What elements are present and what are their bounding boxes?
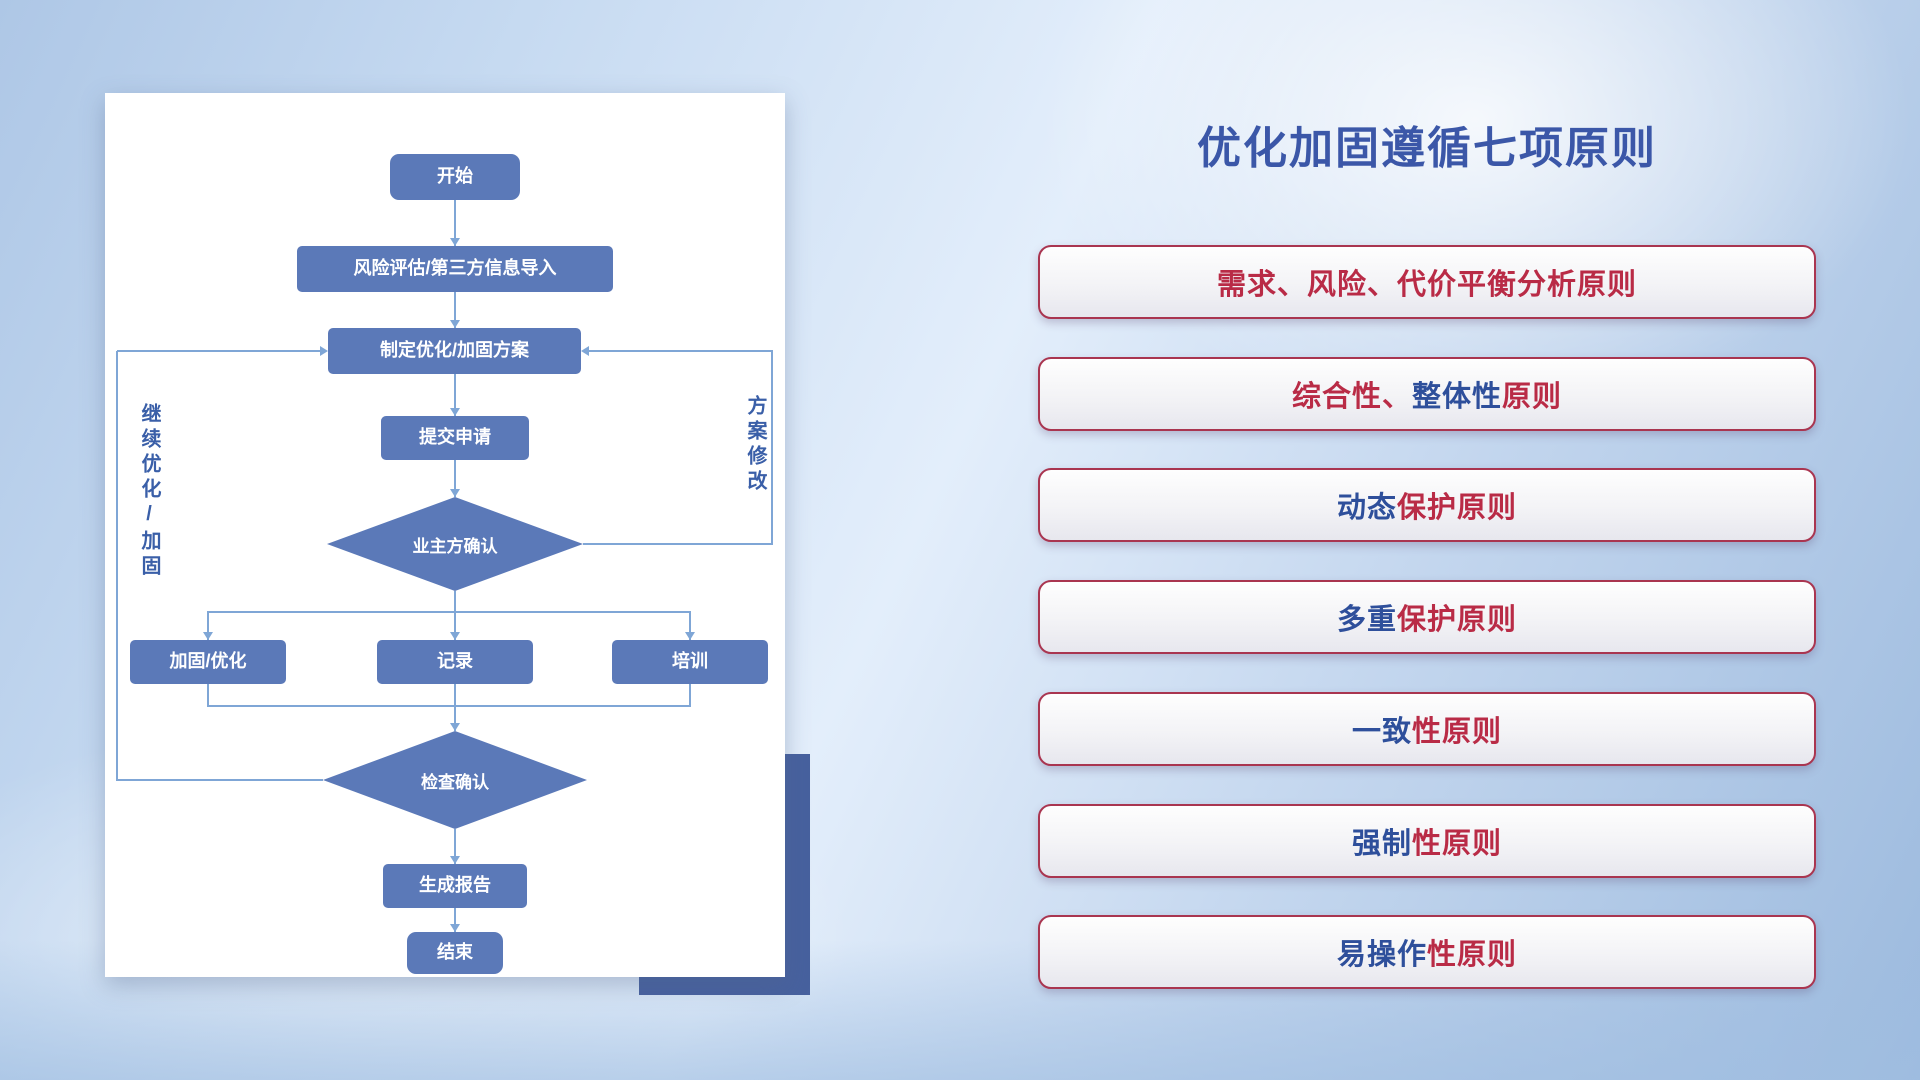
flow-node-harden: 加固/优化 <box>130 640 286 684</box>
flow-connector <box>207 612 209 640</box>
arrowhead-down <box>203 632 213 640</box>
arrowhead-down <box>450 408 460 416</box>
flow-connector <box>689 684 691 706</box>
arrowhead-down <box>450 632 460 640</box>
arrowhead-down <box>450 723 460 731</box>
arrowhead-down <box>450 924 460 932</box>
principle-box: 一致性原则 <box>1038 692 1816 766</box>
principle-text-segment: 一致 <box>1351 716 1412 748</box>
flow-node-start: 开始 <box>390 154 520 200</box>
arrowhead-down <box>450 320 460 328</box>
arrowhead-down <box>450 238 460 246</box>
flow-connector <box>454 292 456 328</box>
flow-connector <box>207 705 691 707</box>
flow-node-risk-import: 风险评估/第三方信息导入 <box>297 246 613 292</box>
principle-text-segment: 保护原则 <box>1397 604 1518 636</box>
arrowhead-down <box>450 856 460 864</box>
flow-connector <box>454 684 456 706</box>
flow-connector <box>454 591 456 612</box>
flow-connector-loop-left <box>117 779 323 781</box>
principle-box: 需求、风险、代价平衡分析原则 <box>1038 245 1816 319</box>
flow-node-make-plan: 制定优化/加固方案 <box>328 328 581 374</box>
arrowhead-right <box>320 346 328 356</box>
flow-connector-loop-right <box>589 350 773 352</box>
principle-text-segment: 强制 <box>1351 828 1412 860</box>
principle-text-segment: 性原则 <box>1412 716 1503 748</box>
flow-decision-check-confirm: 检查确认 <box>323 731 587 829</box>
flow-decision-owner-confirm: 业主方确认 <box>327 497 583 591</box>
principle-text-segment: 性原则 <box>1412 828 1503 860</box>
flow-node-end: 结束 <box>407 932 503 974</box>
principle-text-segment: 需求、风险、代价平衡分析原则 <box>1216 269 1637 301</box>
flow-connector-loop-left <box>116 351 118 781</box>
flow-connector <box>454 612 456 640</box>
principle-box: 多重保护原则 <box>1038 580 1816 654</box>
flow-connector <box>454 200 456 246</box>
flow-connector <box>454 374 456 416</box>
principle-text-segment: 保护原则 <box>1397 492 1518 524</box>
loop-label-modify: 方案修改 <box>744 395 766 495</box>
arrowhead-left <box>581 346 589 356</box>
flow-connector <box>689 612 691 640</box>
loop-label-continue: 继续优化/加固 <box>138 403 160 580</box>
principle-box: 综合性、整体性原则 <box>1038 357 1816 431</box>
principle-text-segment: 动态 <box>1336 492 1397 524</box>
flow-connector-loop-right <box>583 543 773 545</box>
flow-connector <box>454 908 456 932</box>
principle-box: 强制性原则 <box>1038 804 1816 878</box>
page-title: 优化加固遵循七项原则 <box>1197 124 1657 173</box>
flow-connector <box>454 460 456 497</box>
flow-node-submit: 提交申请 <box>381 416 529 460</box>
flowchart-card: 开始 风险评估/第三方信息导入 制定优化/加固方案 提交申请 业主方确认 加固/… <box>105 93 785 977</box>
flow-node-training: 培训 <box>612 640 768 684</box>
principle-text-segment: 原则 <box>1502 381 1563 413</box>
principle-text-segment: 整体性 <box>1411 381 1502 413</box>
background-glow-top-right <box>1000 0 1920 440</box>
principle-text-segment: 多重 <box>1336 604 1397 636</box>
flow-node-record: 记录 <box>377 640 533 684</box>
arrowhead-down <box>685 632 695 640</box>
flow-connector-loop-right <box>771 351 773 545</box>
principle-text-segment: 综合性、 <box>1291 381 1412 413</box>
principle-box: 动态保护原则 <box>1038 468 1816 542</box>
flow-connector <box>207 684 209 706</box>
flow-connector-loop-left <box>117 350 320 352</box>
flow-connector <box>207 611 691 613</box>
flow-node-report: 生成报告 <box>383 864 527 908</box>
flow-connector <box>454 706 456 731</box>
flow-connector <box>454 829 456 864</box>
arrowhead-down <box>450 489 460 497</box>
